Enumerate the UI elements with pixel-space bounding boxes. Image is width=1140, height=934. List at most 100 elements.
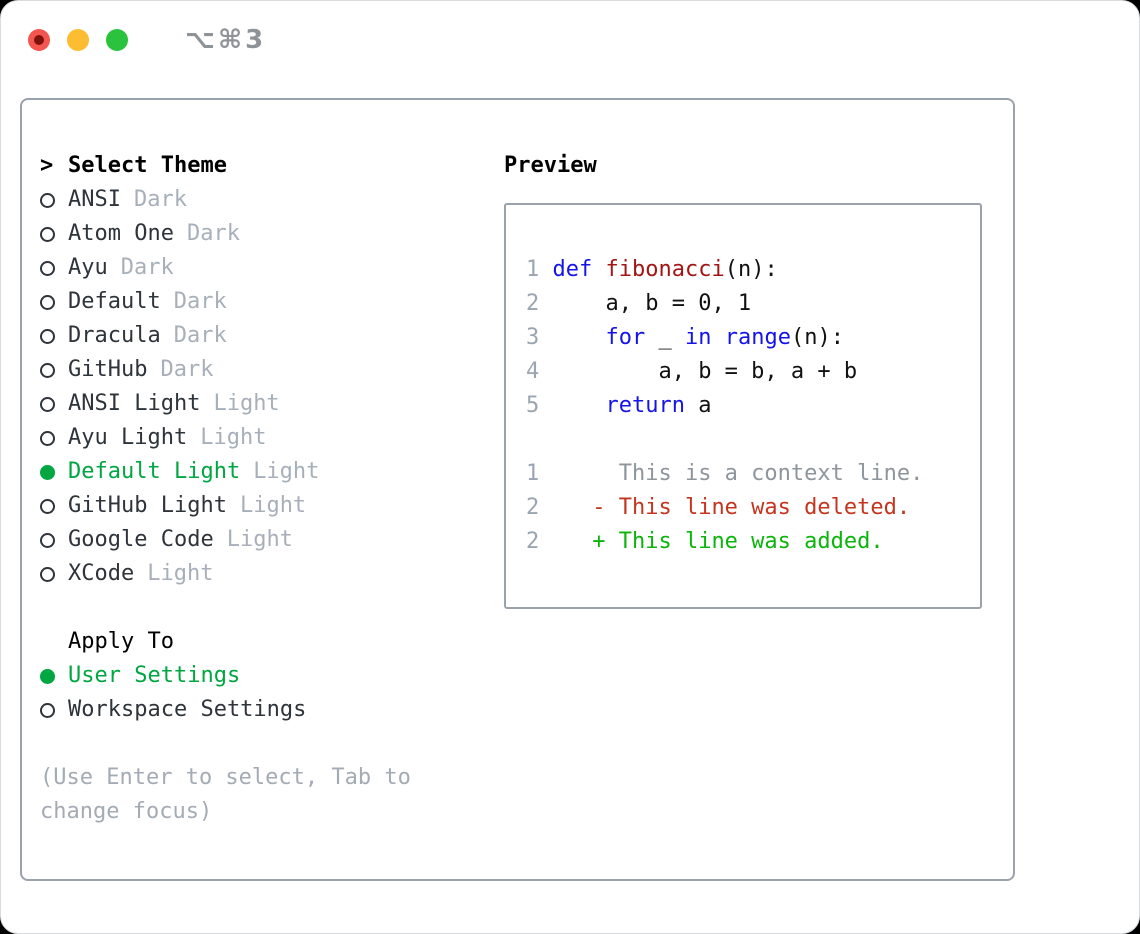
- preview-diff-line: 2 - This line was deleted.: [526, 491, 980, 525]
- code-token: (n):: [724, 257, 778, 282]
- radio-icon: [40, 455, 68, 489]
- close-button[interactable]: [28, 29, 50, 51]
- window-shortcut-label: ⌥⌘3: [185, 25, 267, 55]
- theme-option[interactable]: Default Dark: [40, 285, 504, 319]
- line-number: 3: [526, 325, 553, 350]
- line-number: 1: [526, 461, 593, 486]
- radio-unselected-icon: [40, 294, 55, 310]
- code-token: in: [684, 325, 712, 350]
- minimize-button[interactable]: [67, 29, 89, 51]
- radio-unselected-icon: [40, 532, 55, 548]
- code-token: def: [552, 257, 593, 282]
- radio-icon: [40, 319, 68, 353]
- theme-variant-tag: Light: [200, 425, 267, 450]
- code-token: [592, 257, 605, 282]
- line-number: 2: [526, 495, 593, 520]
- radio-icon: [40, 353, 68, 387]
- apply-to-label: Workspace Settings: [68, 697, 307, 722]
- theme-variant-tag: Light: [147, 561, 214, 586]
- theme-name: Default Light: [68, 459, 241, 484]
- preview-code-line: 3 for _ in range(n):: [526, 321, 980, 355]
- theme-variant-tag: Dark: [133, 187, 187, 212]
- zoom-button[interactable]: [106, 29, 128, 51]
- radio-icon: [40, 557, 68, 591]
- radio-selected-icon: [40, 668, 55, 684]
- radio-unselected-icon: [40, 328, 55, 344]
- apply-to-option[interactable]: Workspace Settings: [40, 693, 504, 727]
- code-token: [711, 325, 724, 350]
- radio-unselected-icon: [40, 566, 55, 582]
- theme-name: Ayu Light: [68, 425, 188, 450]
- theme-variant-tag: Light: [239, 493, 307, 518]
- theme-option[interactable]: Ayu Light Light: [40, 421, 504, 455]
- select-theme-title: Select Theme: [68, 153, 227, 178]
- radio-unselected-icon: [40, 430, 55, 446]
- theme-option[interactable]: Ayu Dark: [40, 251, 504, 285]
- radio-unselected-icon: [40, 362, 55, 378]
- code-token: range: [724, 325, 791, 350]
- preview-title: Preview: [504, 153, 597, 178]
- line-number: 1: [526, 257, 553, 282]
- theme-name: GitHub: [68, 357, 148, 382]
- apply-to-title: Apply To: [68, 629, 174, 654]
- radio-icon: [40, 693, 68, 727]
- diff-text: + This line was added.: [592, 529, 884, 554]
- preview-code-line: 4 a, b = b, a + b: [526, 355, 980, 389]
- preview-column: Preview 1 def fibonacci(n):2 a, b = 0, 1…: [504, 149, 1013, 879]
- theme-variant-tag: Dark: [173, 289, 227, 314]
- theme-variant-tag: Dark: [120, 255, 174, 280]
- theme-name: Default: [68, 289, 161, 314]
- code-token: a, b = b, a + b: [552, 359, 858, 384]
- apply-to-option[interactable]: User Settings: [40, 659, 504, 693]
- apply-to-heading: Apply To: [40, 625, 504, 659]
- select-theme-heading: > Select Theme: [40, 149, 504, 183]
- code-token: [553, 325, 606, 350]
- radio-icon: [40, 251, 68, 285]
- code-token: _: [645, 325, 685, 350]
- preview-diff-line: 1 This is a context line.: [526, 457, 980, 491]
- radio-icon: [40, 523, 68, 557]
- theme-name: Dracula: [68, 323, 161, 348]
- preview-diff-line: 2 + This line was added.: [526, 525, 980, 559]
- theme-variant-tag: Light: [253, 459, 320, 484]
- theme-option[interactable]: ANSI Dark: [40, 183, 504, 217]
- preview-code-line: 5 return a: [526, 389, 980, 423]
- code-token: return: [605, 393, 685, 418]
- theme-option[interactable]: XCode Light: [40, 557, 504, 591]
- theme-option[interactable]: Default Light Light: [40, 455, 504, 489]
- radio-unselected-icon: [40, 260, 55, 276]
- theme-variant-tag: Dark: [160, 357, 214, 382]
- theme-name: Ayu: [68, 255, 108, 280]
- radio-icon: [40, 489, 68, 523]
- radio-icon: [40, 183, 68, 217]
- apply-to-spacer: [40, 625, 68, 659]
- preview-code-line: 2 a, b = 0, 1: [526, 287, 980, 321]
- radio-unselected-icon: [40, 192, 55, 208]
- theme-option[interactable]: GitHub Dark: [40, 353, 504, 387]
- code-token: a: [684, 393, 712, 418]
- titlebar: ⌥⌘3: [1, 1, 1139, 79]
- line-number: 2: [526, 529, 593, 554]
- code-token: a, b = 0, 1: [552, 291, 752, 316]
- line-number: 2: [526, 291, 553, 316]
- apply-to-label: User Settings: [68, 663, 241, 688]
- theme-option[interactable]: GitHub Light Light: [40, 489, 504, 523]
- radio-icon: [40, 285, 68, 319]
- line-number: 4: [526, 359, 553, 384]
- radio-icon: [40, 387, 68, 421]
- theme-name: GitHub Light: [68, 493, 227, 518]
- theme-name: ANSI: [68, 187, 121, 212]
- radio-unselected-icon: [40, 226, 55, 242]
- diff-text: - This line was deleted.: [592, 495, 911, 520]
- theme-name: XCode: [68, 561, 135, 586]
